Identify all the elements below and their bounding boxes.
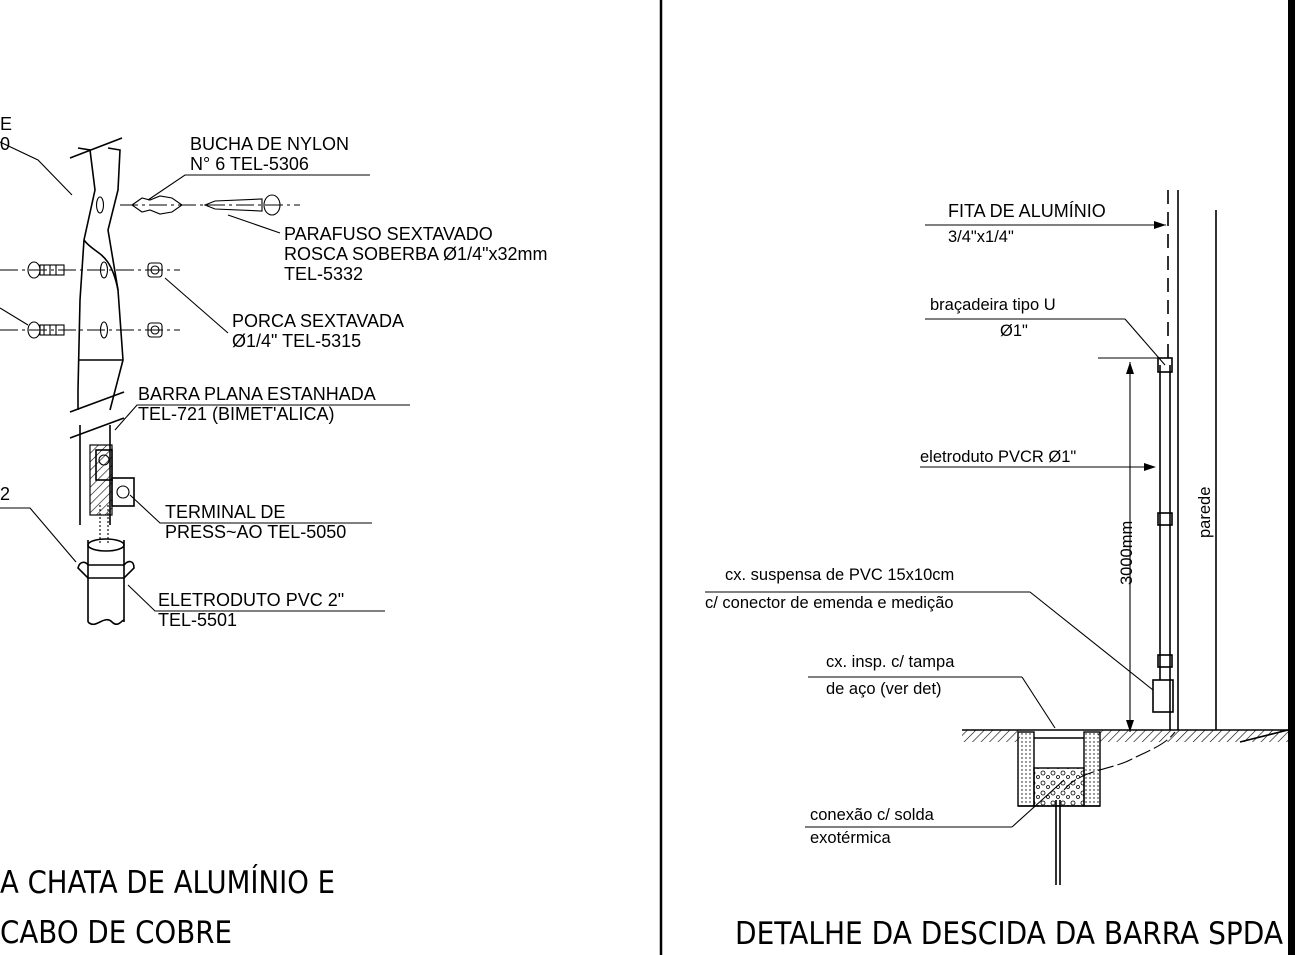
conexao-label-1: conexão c/ solda (810, 806, 935, 824)
left-detail: E 0 2 BUCHA DE NYLON N° 6 TEL-5306 PARAF… (0, 114, 547, 951)
partial-label-mid: 2 (0, 484, 10, 504)
right-title: DETALHE DA DESCIDA DA BARRA SPDA (735, 916, 1283, 952)
porca-label-1: PORCA SEXTAVADA (232, 311, 404, 331)
screw-and-anchor (120, 194, 300, 216)
parede-label: parede (1196, 487, 1214, 538)
bolt-1 (0, 261, 180, 279)
caixa-suspensa-label-2: c/ conector de emenda e medição (705, 594, 954, 612)
right-detail: FITA DE ALUMÍNIO 3/4"x1/4" braçadeira ti… (705, 190, 1289, 952)
fita-label-2: 3/4"x1/4" (948, 228, 1014, 246)
caixa-insp-label-1: cx. insp. c/ tampa (826, 653, 955, 671)
right-border (1288, 0, 1295, 955)
terminal-label-2: PRESS~AO TEL-5050 (165, 522, 346, 542)
porca-label-2: Ø1/4" TEL-5315 (232, 331, 361, 351)
partial-label-top-1: E (0, 114, 12, 134)
partial-label-top-2: 0 (0, 134, 10, 154)
left-title-line-2: CABO DE COBRE (0, 915, 232, 951)
lower-bar-clamp (69, 417, 135, 545)
terminal-label-1: TERMINAL DE (165, 502, 285, 522)
eletroduto-label-2: TEL-5501 (158, 610, 237, 630)
bucha-label-2: N° 6 TEL-5306 (190, 154, 309, 174)
barra-label-2: TEL-721 (BIMET'ALICA) (138, 404, 335, 424)
bracadeira-label-2: Ø1" (1000, 322, 1028, 340)
caixa-insp-label-2: de aço (ver det) (826, 680, 942, 698)
parafuso-label-1: PARAFUSO SEXTAVADO (284, 224, 493, 244)
bolt-2 (0, 321, 180, 339)
bucha-label-1: BUCHA DE NYLON (190, 134, 349, 154)
parafuso-label-2: ROSCA SOBERBA Ø1/4"x32mm (284, 244, 547, 264)
fita-label-1: FITA DE ALUMÍNIO (948, 201, 1106, 221)
left-title-line-1: A CHATA DE ALUMÍNIO E (0, 865, 335, 901)
conexao-label-2: exotérmica (810, 829, 892, 847)
barra-label-1: BARRA PLANA ESTANHADA (138, 384, 376, 404)
parafuso-label-3: TEL-5332 (284, 264, 363, 284)
caixa-suspensa-label-1: cx. suspensa de PVC 15x10cm (725, 566, 954, 584)
bracadeira-label-1: braçadeira tipo U (930, 296, 1056, 314)
eletroduto-pvcr-label: eletroduto PVCR Ø1" (920, 448, 1076, 466)
eletroduto-label-1: ELETRODUTO PVC 2" (158, 590, 344, 610)
dimension-3000mm: 3000mm (1118, 521, 1136, 585)
conduit-pvc (77, 538, 135, 626)
